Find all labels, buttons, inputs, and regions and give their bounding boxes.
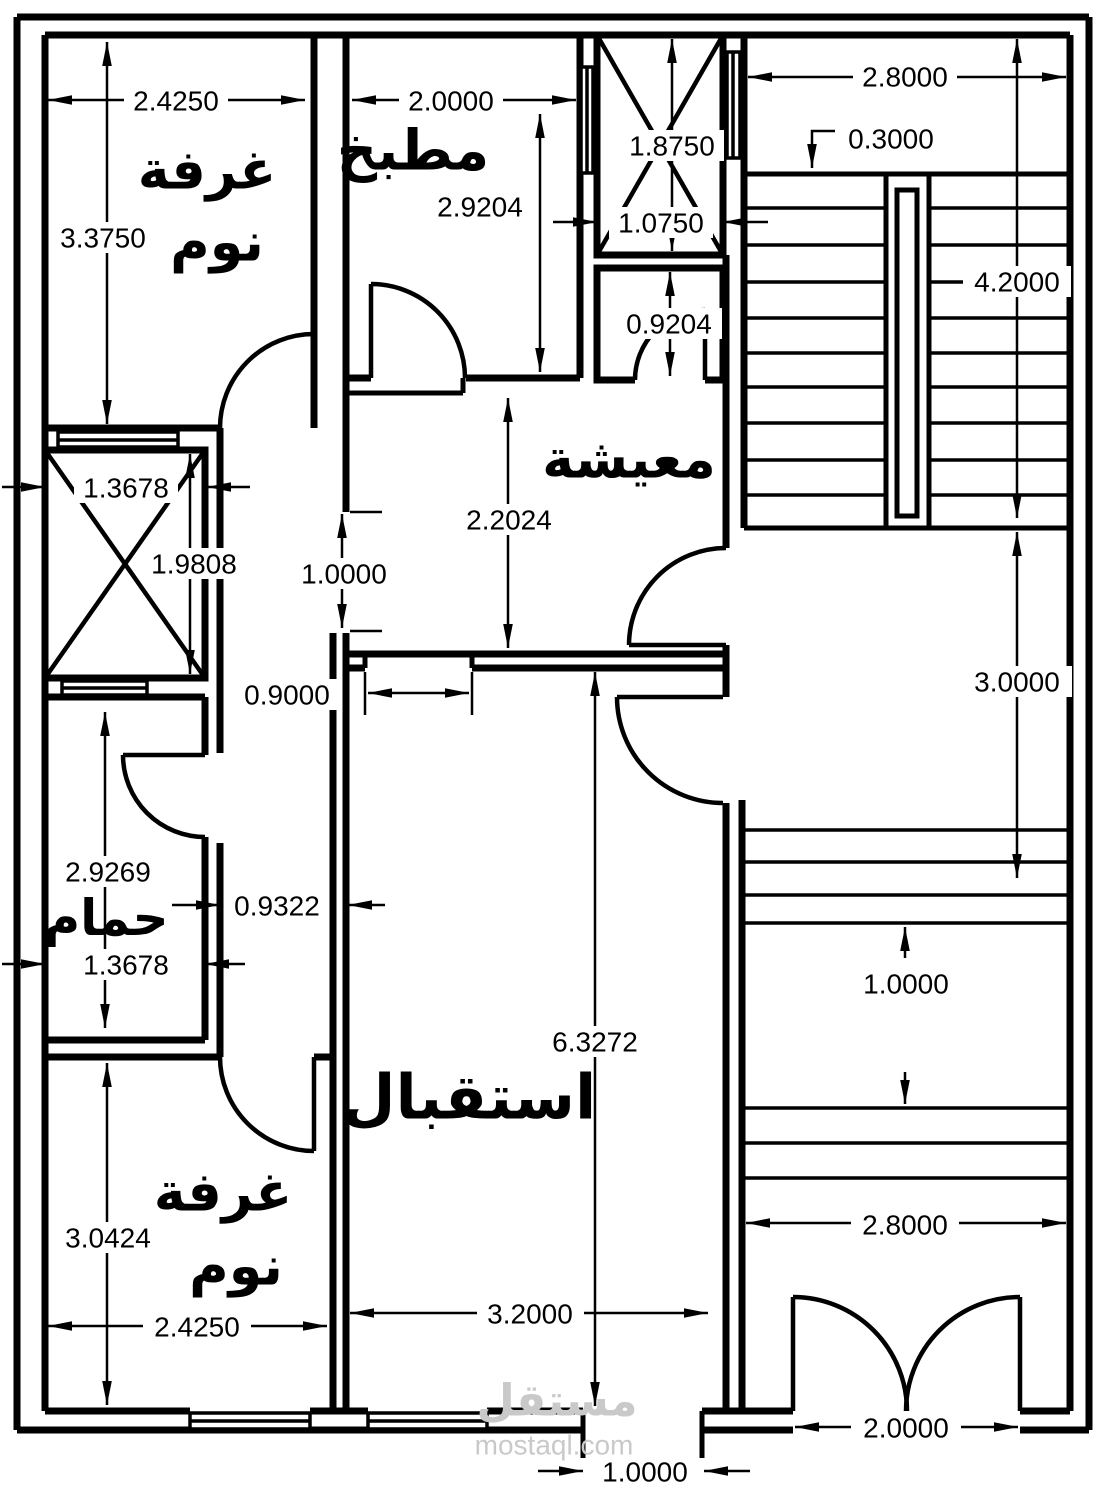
shaft-left-x-box (41, 446, 209, 682)
dim-text: 1.3678 (83, 473, 169, 504)
dimensions: 2.4250 3.3750 2.0000 2.9204 1.8750 1.075… (2, 39, 1072, 1487)
dimension-hall-right-width: 2.8000 (746, 1209, 1066, 1241)
dim-text: 2.8000 (862, 1210, 948, 1241)
label-bedroom-bottom-line2: نوم (189, 1235, 283, 1298)
lobby-box (593, 264, 727, 384)
dimension-hall-right-height: 3.0000 (962, 532, 1072, 878)
dimension-bedroom-top-width: 2.4250 (48, 85, 305, 117)
steps-lower-upper-group (742, 828, 1070, 925)
dimension-shaft-left-width: 1.3678 (2, 472, 250, 504)
dimension-living-height: 2.2024 (456, 398, 562, 648)
dim-text: 2.2024 (466, 505, 552, 536)
entrance-door-left-leaf (790, 1294, 910, 1412)
stair-treads-left-flight (744, 206, 886, 497)
label-living: معيشة (542, 428, 716, 491)
dimension-reception-entry-width: 0.9000 (235, 672, 474, 715)
watermark-brand: مستقل (477, 1376, 638, 1427)
dimension-bedroom-top-height: 3.3750 (55, 42, 151, 424)
wall-reception-entry-jambs (362, 654, 475, 668)
steps-lower-bottom-group (742, 1106, 1070, 1180)
dimension-stair-run-length: 4.2000 (963, 39, 1071, 518)
dimension-entrance-door-width: 2.0000 (795, 1412, 1018, 1444)
dim-text: 4.2000 (974, 267, 1060, 298)
dim-text: 1.0000 (863, 969, 949, 1000)
dimension-stair-tread-depth: 0.3000 (807, 123, 944, 168)
dim-text: 1.0000 (301, 559, 387, 590)
dimension-kitchen-height: 2.9204 (428, 114, 545, 372)
label-bedroom-bottom-line1: غرفة (154, 1161, 293, 1224)
outer-walls (13, 13, 1093, 1434)
door-bathroom (120, 752, 206, 840)
dim-text: 0.9000 (244, 680, 330, 711)
windows (56, 50, 742, 1431)
door-bedroom-bottom (217, 1056, 317, 1154)
dim-text: 1.0750 (618, 208, 704, 239)
dim-text: 3.0000 (974, 667, 1060, 698)
doors (120, 281, 1023, 1412)
dim-text: 2.0000 (863, 1413, 949, 1444)
dimension-steps-gap: 1.0000 (852, 927, 960, 1104)
dimension-lobby-height: 0.9204 (616, 272, 722, 376)
label-bathroom: حمام (44, 889, 169, 947)
dimension-bedroom-bottom-height: 3.0424 (54, 1063, 162, 1405)
dimension-bathroom-width: 1.3678 (2, 949, 245, 981)
dimension-shaft-top-width: 1.0750 (553, 207, 768, 239)
lobby-outline (593, 264, 727, 384)
interior-walls (45, 35, 748, 1458)
stair-divider-walls (883, 174, 932, 528)
dim-text: 0.9204 (626, 309, 712, 340)
dim-text: 3.3750 (60, 223, 146, 254)
dimension-bottom-door-width: 1.0000 (538, 1456, 750, 1487)
dimension-kitchen-width: 2.0000 (352, 85, 576, 117)
dimension-reception-height: 6.3272 (541, 672, 649, 1406)
dimension-reception-width: 3.2000 (350, 1298, 708, 1330)
dim-text: 2.9269 (65, 857, 151, 888)
dimension-hall-door-width: 1.0000 (291, 510, 398, 633)
label-reception: استقبال (342, 1061, 597, 1134)
stair-treads-right-flight (929, 206, 1070, 497)
door-bedroom-top (217, 331, 317, 429)
door-reception (614, 694, 724, 806)
dim-text: 6.3272 (552, 1027, 638, 1058)
dim-text: 0.3000 (848, 124, 934, 155)
label-bedroom-top-line2: نوم (170, 211, 264, 274)
staircase (742, 171, 1070, 1180)
dim-text: 0.9322 (234, 891, 320, 922)
room-labels: غرفة نوم مطبخ معيشة حمام استقبال غرفة نو… (44, 119, 716, 1298)
label-kitchen: مطبخ (337, 119, 489, 184)
stair-divider-rail (894, 187, 920, 519)
wall-living-top (346, 378, 466, 396)
dim-text: 2.8000 (862, 62, 948, 93)
dim-text: 3.2000 (487, 1299, 573, 1330)
dimension-hall-width: 0.9322 (172, 890, 385, 922)
dim-text: 2.9204 (437, 192, 523, 223)
entrance-door-right-leaf (903, 1294, 1023, 1412)
label-bedroom-top-line1: غرفة (138, 139, 277, 202)
door-kitchen (368, 281, 468, 379)
dim-text: 1.0000 (602, 1457, 688, 1487)
dim-text: 3.0424 (65, 1223, 151, 1254)
dimension-shaft-left-height: 1.9808 (141, 454, 247, 674)
watermark: مستقل mostaql.com (475, 1376, 638, 1461)
dim-text: 2.4250 (133, 86, 219, 117)
shaft-left-x-icon (43, 448, 207, 680)
watermark-url: mostaql.com (475, 1430, 634, 1461)
dimension-shaft-top-height: 1.8750 (620, 39, 724, 251)
dimension-stair-width-top: 2.8000 (748, 61, 1066, 93)
dim-text: 2.4250 (154, 1312, 240, 1343)
door-living (626, 545, 727, 648)
dim-text: 1.3678 (83, 950, 169, 981)
wall-bottom-door-jambs (580, 1411, 705, 1458)
dimension-bathroom-height: 2.9269 (54, 712, 162, 1028)
dim-text: 1.9808 (151, 549, 237, 580)
dimension-bedroom-bottom-width: 2.4250 (48, 1311, 327, 1343)
dim-text: 1.8750 (629, 131, 715, 162)
dim-text: 2.0000 (408, 86, 494, 117)
